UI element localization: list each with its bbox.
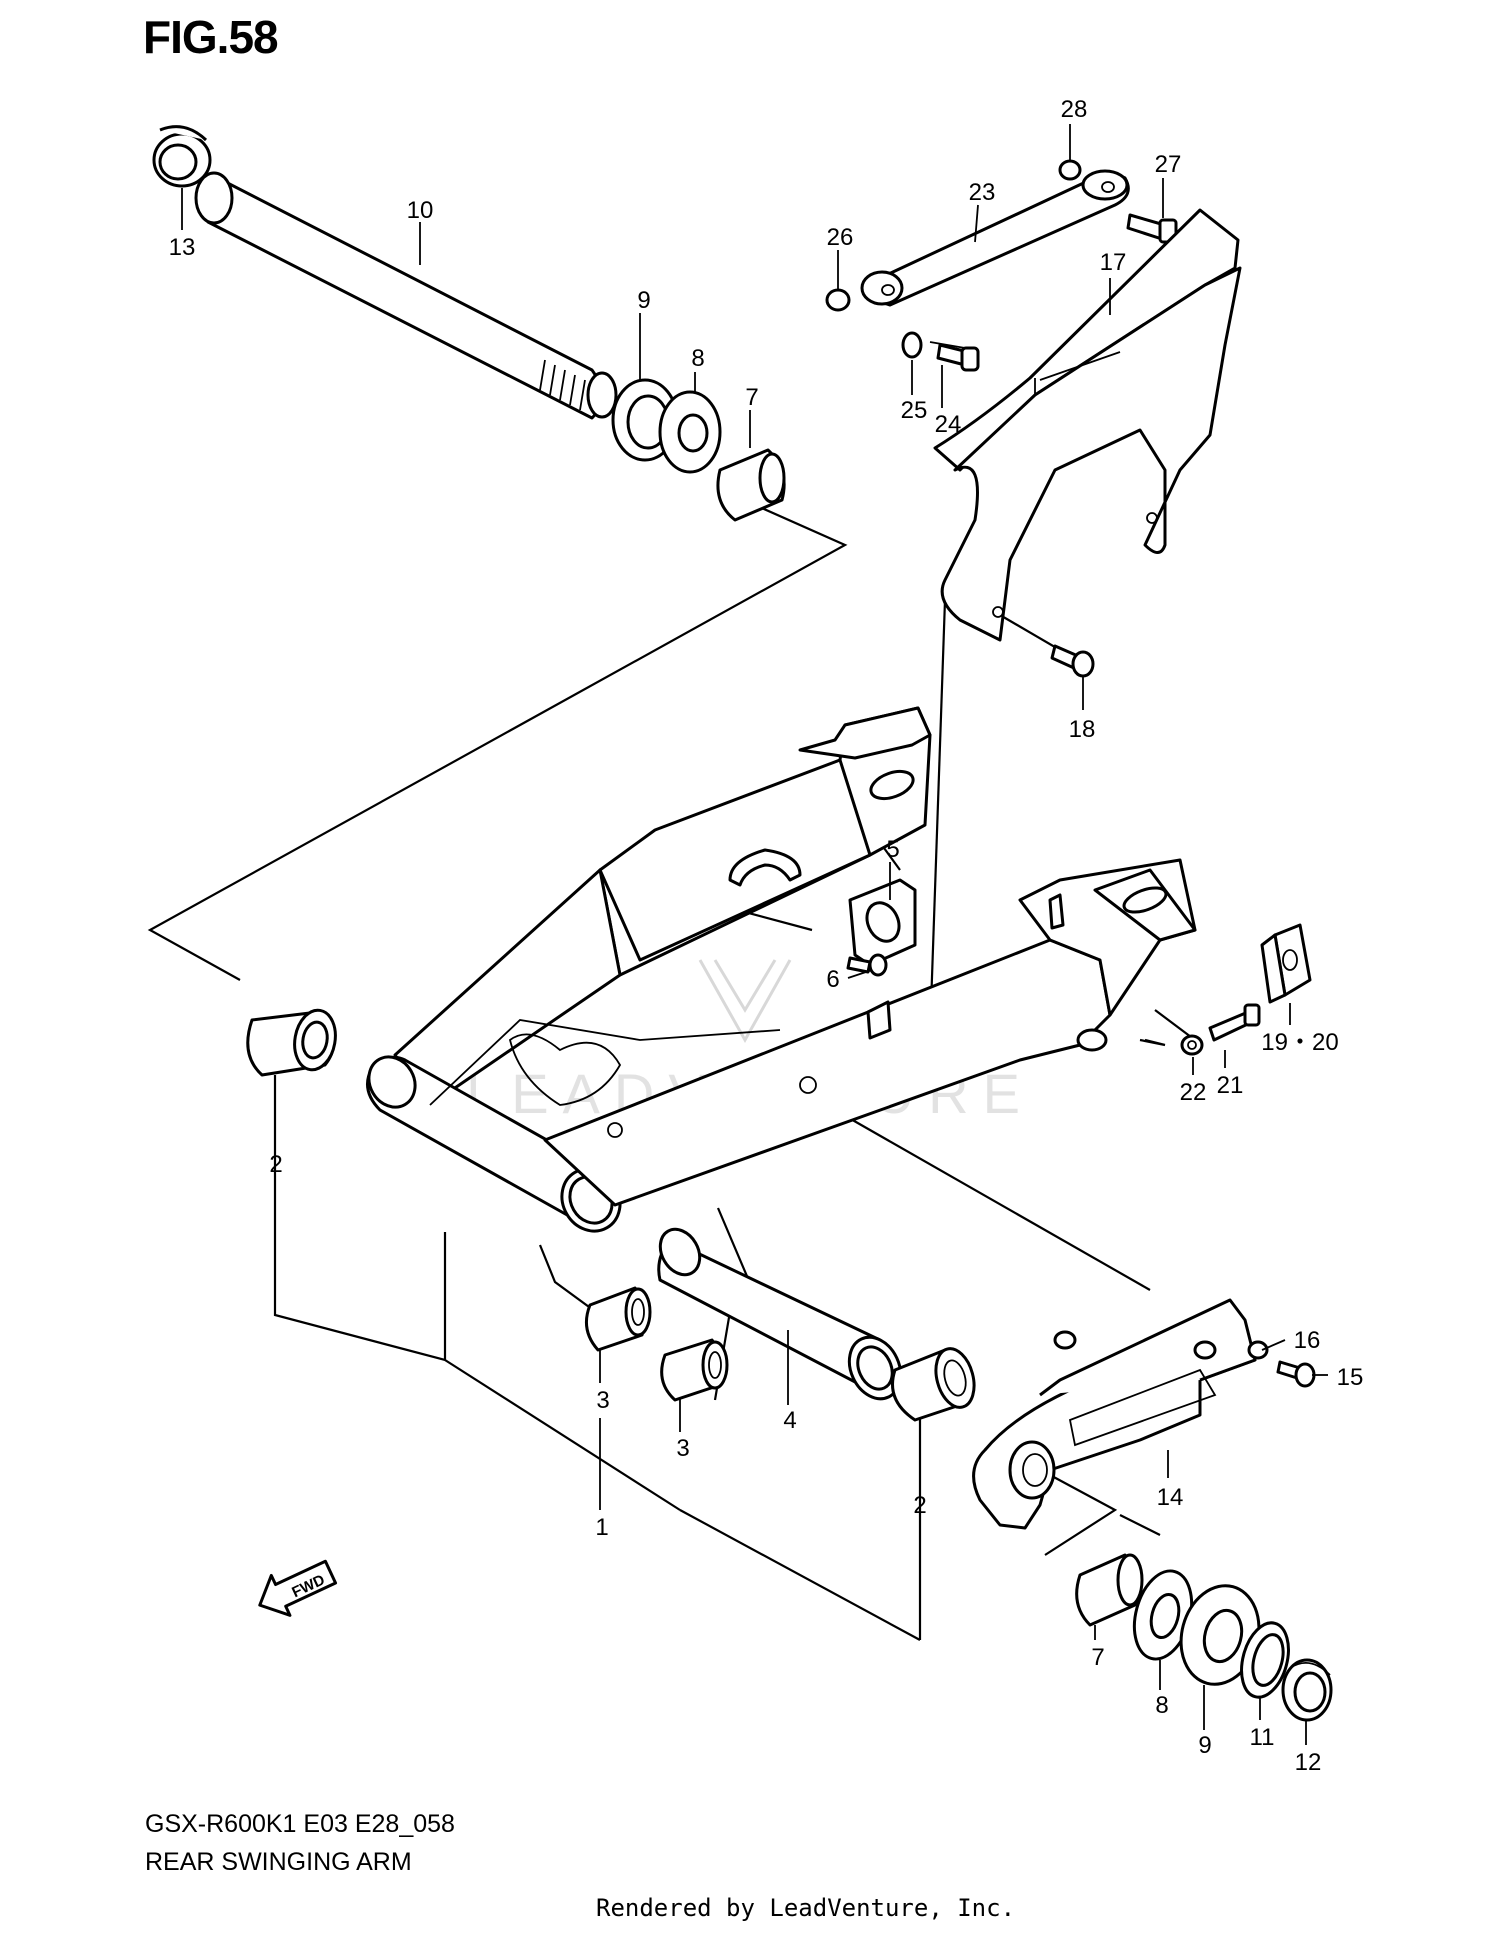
part-2-bushing-right: [891, 1347, 976, 1422]
part-11-seal: [1240, 1621, 1290, 1699]
callout-8-upper: 8: [691, 345, 704, 372]
callout-6: 6: [826, 966, 839, 993]
callout-2-left: 2: [269, 1151, 282, 1178]
part-25-washer: [901, 331, 923, 359]
part-8-washer-upper: [658, 390, 722, 474]
callout-9-upper: 9: [637, 287, 650, 314]
part-13-collar: [152, 125, 212, 188]
part-3-bushing-a: [584, 1286, 652, 1352]
callout-27: 27: [1155, 151, 1182, 178]
callout-19-20: 19・20: [1261, 1029, 1338, 1056]
part-21-bolt: [1208, 1003, 1261, 1042]
callout-1: 1: [595, 1514, 608, 1541]
part-8-washer-lower: [1132, 1569, 1194, 1661]
part-14-chain-buffer: [972, 1298, 1257, 1530]
part-10-pivot-shaft: [194, 171, 618, 420]
part-1-swinging-arm: [366, 706, 1197, 1233]
part-2-bushing-left: [246, 1008, 337, 1077]
callout-14: 14: [1157, 1484, 1184, 1511]
part-15-screw: [1276, 1360, 1316, 1388]
callout-4: 4: [783, 1407, 796, 1434]
model-code: GSX-R600K1 E03 E28_058: [145, 1810, 455, 1838]
part-7-spacer-upper: [716, 448, 786, 522]
callout-23: 23: [969, 179, 996, 206]
callout-10: 10: [407, 197, 434, 224]
part-16-washer: [1247, 1340, 1269, 1360]
part-23-link: [860, 169, 1130, 307]
callout-9-lower: 9: [1198, 1732, 1211, 1759]
callout-12: 12: [1295, 1749, 1322, 1776]
part-27-bolt: [1126, 213, 1178, 244]
callout-13: 13: [169, 234, 196, 261]
part-26-nut: [825, 288, 851, 312]
part-18-screw: [1050, 644, 1095, 678]
part-22-nut: [1180, 1034, 1204, 1056]
callout-11: 11: [1250, 1724, 1275, 1751]
callout-18: 18: [1069, 716, 1096, 743]
part-24-bolt: [936, 343, 980, 372]
callout-17: 17: [1100, 249, 1127, 276]
part-3-bushing-b: [660, 1338, 729, 1402]
callout-3-a: 3: [596, 1387, 609, 1414]
callout-16: 16: [1294, 1327, 1321, 1354]
part-5-bracket: [728, 848, 917, 967]
fwd-arrow-icon: FWD: [258, 1559, 338, 1617]
callout-21: 21: [1217, 1072, 1244, 1099]
part-19-20-block: [1260, 923, 1312, 1004]
part-17-chain-case: [933, 208, 1242, 642]
callout-8-lower: 8: [1155, 1692, 1168, 1719]
callout-15: 15: [1337, 1364, 1364, 1391]
callout-24: 24: [935, 411, 962, 438]
callout-leaders: [181, 124, 1328, 1745]
callout-5: 5: [886, 836, 899, 863]
part-12-nut: [1281, 1658, 1333, 1722]
part-9-bearing-lower: [1179, 1584, 1261, 1686]
guide-lines: [147, 341, 1196, 1641]
part-7-spacer-lower: [1075, 1553, 1144, 1627]
part-4-pipe: [657, 1227, 903, 1401]
callout-labels: 28 27 23 26 17 25 24 18 13 10 9 8 7 5 6 …: [169, 96, 1364, 1776]
callout-28: 28: [1061, 96, 1088, 123]
callout-26: 26: [827, 224, 854, 251]
callout-7-upper: 7: [745, 384, 758, 411]
diagram-caption: REAR SWINGING ARM: [145, 1848, 412, 1876]
callout-2-right: 2: [913, 1492, 926, 1519]
figure-title: FIG.58: [143, 11, 279, 63]
render-credit: Rendered by LeadVenture, Inc.: [596, 1894, 1016, 1922]
callout-3-b: 3: [676, 1435, 689, 1462]
callout-25: 25: [901, 397, 928, 424]
callout-22: 22: [1180, 1079, 1207, 1106]
part-28-nut: [1058, 159, 1082, 181]
callout-7-lower: 7: [1091, 1644, 1104, 1671]
